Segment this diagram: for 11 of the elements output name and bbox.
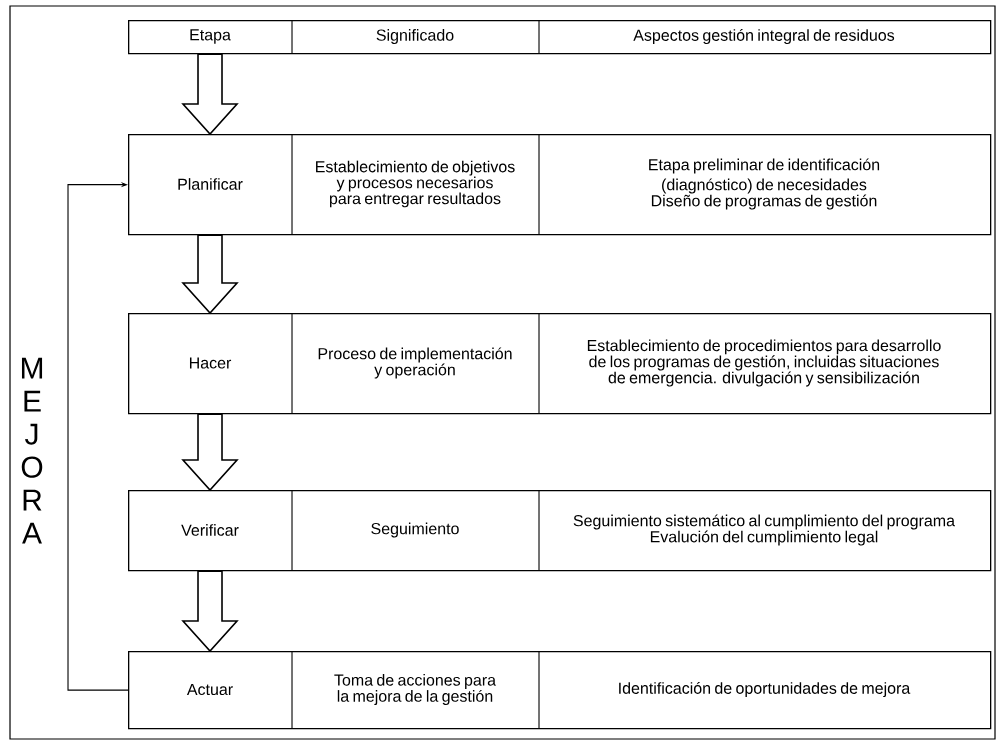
table-row: Hacer Proceso de implementación y operación Establecimiento de procedimientos para desarrollo de los programas de gestión, incluidas situaciones de emergencia. divulgación y sensibilización bbox=[128, 312, 992, 415]
table-row: Etapa Significado Aspectos gestión integral de residuos bbox=[128, 19, 992, 55]
table-row: Verificar Seguimiento Seguimiento sistemático al cumplimiento del programa Evalución del cumplimiento legal bbox=[128, 489, 992, 572]
block-arrow bbox=[181, 234, 239, 315]
block-arrow bbox=[181, 570, 239, 653]
block-arrow bbox=[181, 413, 239, 492]
feedback-arrow bbox=[67, 182, 129, 691]
block-arrow bbox=[181, 53, 239, 136]
table-row: Planificar Establecimiento de objetivos y procesos necesarios para entregar resultados Etapa preliminar de identificación (diagnóstico) de necesidades Diseño de programas de gestión bbox=[128, 133, 992, 236]
edge-label: MEJORA bbox=[21, 357, 43, 544]
table-row: Actuar Toma de acciones para la mejora de la gestión Identificación de oportunidades de mejora bbox=[128, 650, 992, 730]
